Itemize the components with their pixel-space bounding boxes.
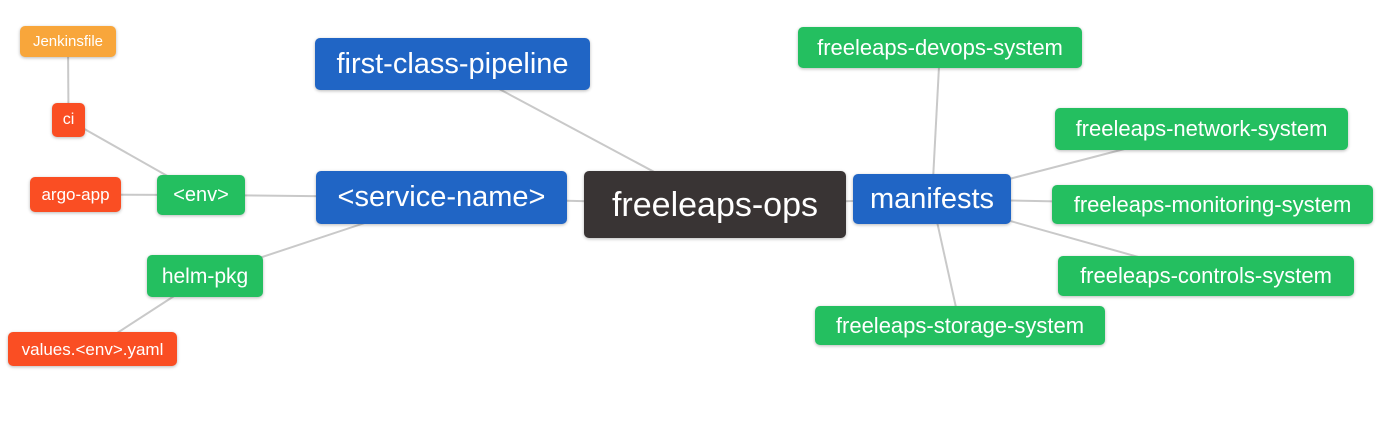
- node-network-system[interactable]: freeleaps-network-system: [1055, 108, 1348, 150]
- node-storage-system[interactable]: freeleaps-storage-system: [815, 306, 1105, 345]
- node-argo-app[interactable]: argo-app: [30, 177, 121, 212]
- node-service-name[interactable]: <service-name>: [316, 171, 567, 224]
- node-devops-system[interactable]: freeleaps-devops-system: [798, 27, 1082, 68]
- node-manifests[interactable]: manifests: [853, 174, 1011, 224]
- node-freeleaps-ops[interactable]: freeleaps-ops: [584, 171, 846, 238]
- edge-manifests-devops-system: [931, 47, 941, 200]
- node-helm-pkg[interactable]: helm-pkg: [147, 255, 263, 297]
- node-controls-system[interactable]: freeleaps-controls-system: [1058, 256, 1354, 296]
- node-first-class-pipeline[interactable]: first-class-pipeline: [315, 38, 590, 90]
- node-jenkinsfile[interactable]: Jenkinsfile: [20, 26, 116, 57]
- node-ci[interactable]: ci: [52, 103, 85, 137]
- node-env[interactable]: <env>: [157, 175, 245, 215]
- node-values-env-yaml[interactable]: values.<env>.yaml: [8, 332, 177, 366]
- node-monitoring-system[interactable]: freeleaps-monitoring-system: [1052, 185, 1373, 224]
